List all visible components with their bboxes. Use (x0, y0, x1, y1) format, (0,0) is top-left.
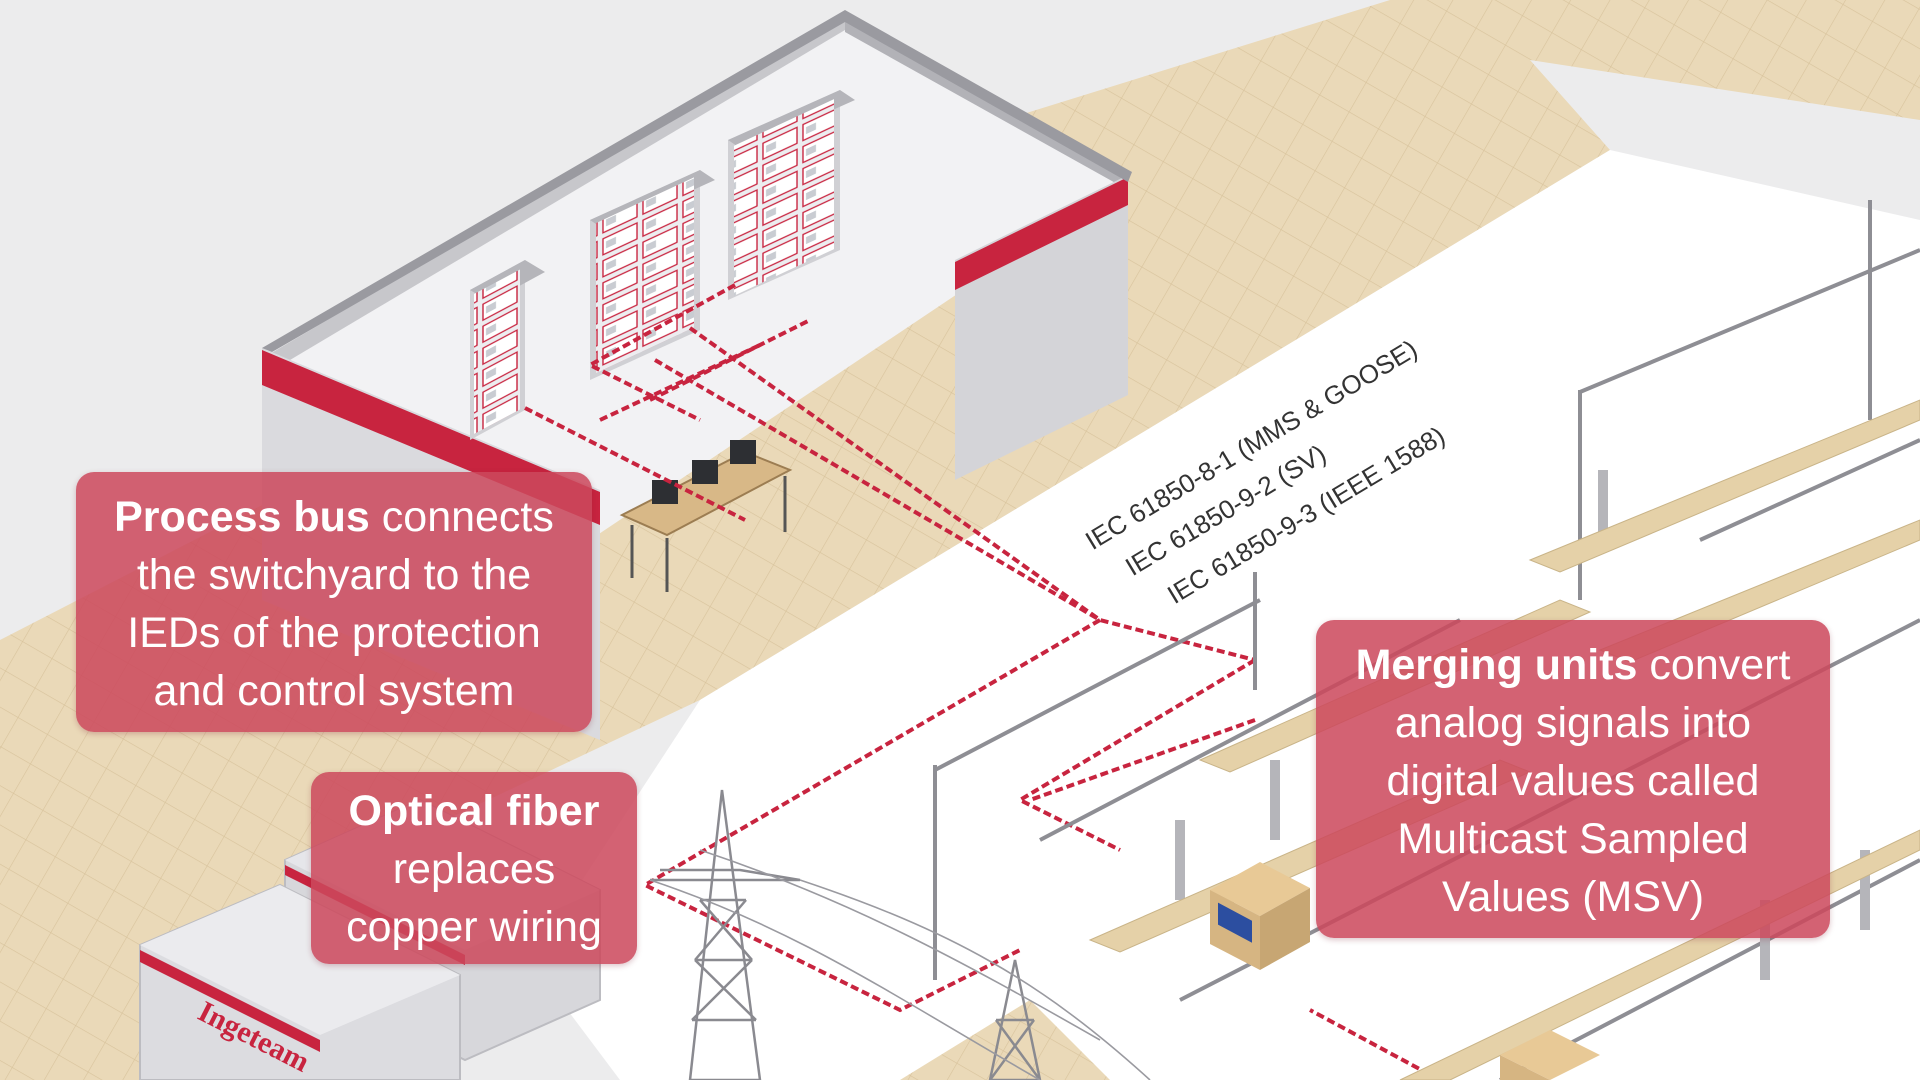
ied-rack (470, 260, 545, 440)
callout-text: convert (1637, 641, 1791, 689)
merging-unit-cabinet (1500, 1030, 1600, 1080)
process-bus-fiber (524, 283, 1441, 1080)
callout-heading: Merging units (1355, 641, 1638, 689)
callout-heading: Optical fiber (348, 787, 600, 835)
ied-rack (728, 90, 855, 300)
container-front: Ingeteam (139, 883, 461, 1080)
callout-merging-units: Merging units convert analog signals int… (1316, 620, 1830, 938)
transmission-lines (649, 849, 1151, 1080)
callout-process-bus: Process bus connects the switchyard to t… (76, 472, 592, 732)
callout-line: Process bus connects (76, 488, 592, 546)
callout-line: the switchyard to the (136, 551, 532, 599)
callout-line: digital values called (1386, 757, 1760, 805)
callout-line: Multicast Sampled (1397, 815, 1749, 863)
callout-line: IEDs of the protection (127, 609, 541, 657)
insulators (1175, 470, 1870, 980)
callout-line: Values (MSV) (1441, 873, 1705, 921)
paved-strip-bottom (900, 1000, 1110, 1080)
callout-line: replaces (392, 845, 556, 893)
transmission-tower (650, 789, 1042, 1080)
monitor (652, 480, 678, 504)
ied-rack (590, 170, 715, 380)
callout-optical-fiber: Optical fiber replaces copper wiring (311, 772, 637, 964)
callout-line: Merging units convert (1316, 636, 1830, 694)
monitor (730, 440, 756, 464)
callout-line: and control system (153, 667, 515, 715)
monitor (692, 460, 718, 484)
callout-heading: Process bus (114, 493, 370, 541)
callout-line: copper wiring (346, 903, 602, 951)
building-right-wall-stripe (955, 177, 1128, 290)
callout-line: analog signals into (1394, 699, 1752, 747)
callout-text: connects (369, 493, 554, 541)
operator-desk (619, 440, 793, 592)
merging-unit-cabinet (1210, 862, 1310, 970)
